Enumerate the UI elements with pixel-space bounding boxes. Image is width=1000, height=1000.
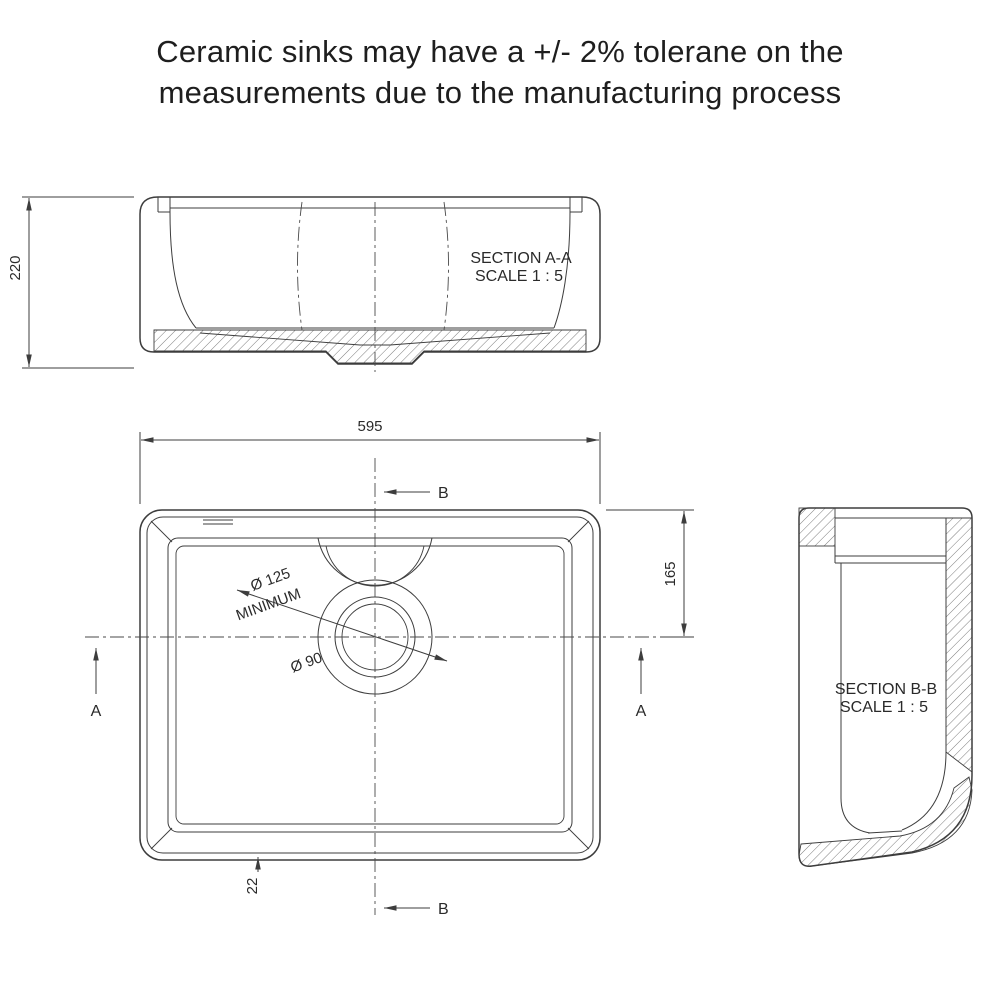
section-aa-floor-slope-right <box>389 332 551 346</box>
section-bb-basin-floor <box>867 830 903 834</box>
dim-595-value: 595 <box>357 418 382 435</box>
plan-outer-outline <box>139 509 601 861</box>
section-a-label-left: A <box>91 703 102 720</box>
section-bb-view: SECTION B-B SCALE 1 : 5 <box>798 507 973 867</box>
dim-220-value: 220 <box>7 255 24 280</box>
section-bb-bottom-hatch <box>798 776 973 867</box>
section-bb-back-rim-hatch <box>798 507 836 547</box>
drain-dimensions: Ø 125 MINIMUM Ø 90 <box>234 565 448 676</box>
dim-22-value: 22 <box>244 878 261 895</box>
section-aa-label: SECTION A-A <box>470 250 572 267</box>
section-aa-rim-left <box>157 197 171 213</box>
section-bb-back-edge-lines <box>835 555 946 564</box>
dim-depth-165: 165 <box>606 509 694 638</box>
section-bb-right-inner-wall <box>901 518 947 831</box>
section-aa-outer-outline <box>139 196 601 365</box>
section-bb-left-inner-wall <box>840 563 871 834</box>
section-bb-outer-outline <box>798 507 973 867</box>
dim-height-220: 220 <box>7 196 134 369</box>
dim-width-595: 595 <box>139 418 601 504</box>
plan-corner-mitres <box>150 520 590 850</box>
section-aa-inner-wall-right <box>553 211 571 329</box>
section-a-label-right: A <box>636 703 647 720</box>
section-aa-rim-right <box>569 197 583 213</box>
section-aa-floor-slope-left <box>199 332 390 346</box>
plan-view <box>139 509 601 861</box>
section-bb-label: SECTION B-B <box>835 681 937 698</box>
tolerance-note-line1: Ceramic sinks may have a +/- 2% tolerane… <box>156 34 844 69</box>
section-bb-scale: SCALE 1 : 5 <box>840 699 928 716</box>
section-aa-view: SECTION A-A SCALE 1 : 5 <box>139 196 601 372</box>
drain-dim-line <box>236 589 448 662</box>
plan-rim-outer-edge <box>146 516 594 854</box>
drain-dia-90-value: Ø 90 <box>288 649 324 676</box>
section-aa-inner-wall-left <box>169 211 197 329</box>
section-line-b: B B <box>374 458 449 918</box>
section-aa-tangent-line-left <box>297 201 303 331</box>
dim-rim-22: 22 <box>244 857 261 894</box>
drain-dia-125-note: MINIMUM <box>234 585 303 624</box>
plan-basin-bottom-edge <box>175 545 565 825</box>
section-aa-scale: SCALE 1 : 5 <box>475 268 563 285</box>
dim-165-value: 165 <box>662 561 679 586</box>
plan-basin-top-edge <box>167 537 573 833</box>
section-bb-front-wall-hatch <box>945 517 973 773</box>
tolerance-note-line2: measurements due to the manufacturing pr… <box>158 74 842 110</box>
section-line-a: A A <box>85 636 658 720</box>
tolerance-note: Ceramic sinks may have a +/- 2% tolerane… <box>0 32 1000 114</box>
section-b-label-top: B <box>438 485 449 502</box>
section-aa-tangent-line-right <box>443 201 449 331</box>
plan-overflow-slot <box>203 519 233 525</box>
section-b-label-bottom: B <box>438 901 449 918</box>
